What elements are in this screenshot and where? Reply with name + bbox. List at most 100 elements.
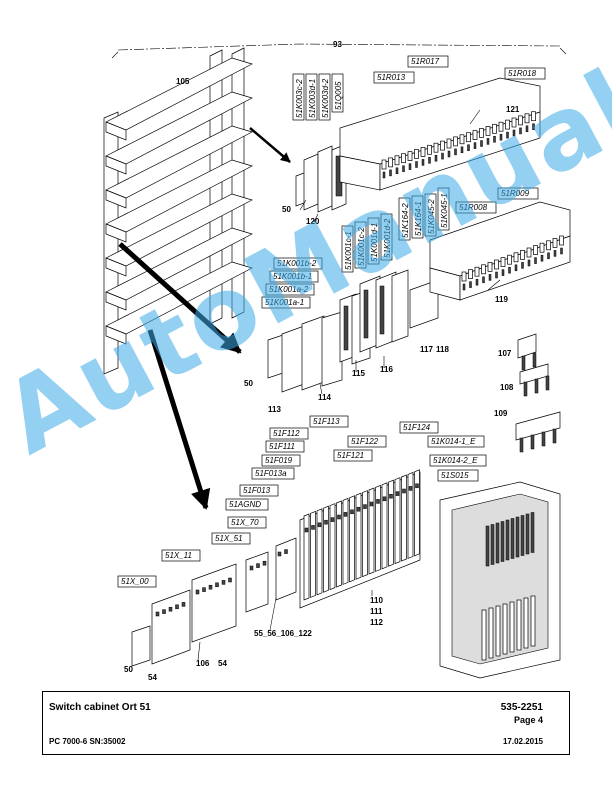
module-contact (408, 163, 412, 170)
terminal-screw (324, 519, 328, 525)
label-51F113: 51F113 (313, 417, 340, 426)
part-121: 121 (506, 105, 520, 114)
label-51F122: 51F122 (351, 437, 379, 446)
terminal-screw (208, 584, 213, 590)
module-slot (381, 159, 387, 170)
part-118: 118 (436, 345, 449, 354)
part-50: 50 (124, 665, 133, 674)
label-51K001c-1: 51K001c-1 (344, 231, 353, 270)
part-111: 111 (370, 607, 383, 616)
part-55-56-106-122: 55_56_106_122 (254, 629, 312, 638)
terminal-block (316, 508, 323, 596)
cabinet-component (525, 513, 530, 555)
label-51K045-1: 51K045-1 (440, 193, 449, 228)
module-contact (525, 125, 529, 133)
module-contact (480, 140, 483, 147)
module-contact (475, 278, 479, 286)
module-contact (421, 159, 425, 166)
module-slot (505, 119, 510, 130)
cabinet-component (515, 516, 520, 558)
label-51R013: 51R013 (377, 73, 406, 82)
leader-line (319, 383, 323, 395)
cabinet-component (495, 522, 500, 564)
module-slot (518, 115, 523, 126)
module-contact (514, 264, 518, 272)
terminal-screw (337, 514, 341, 520)
terminal-screw (382, 496, 387, 502)
label-51R008: 51R008 (459, 203, 488, 212)
module-contact (495, 271, 498, 279)
module-contact (382, 171, 386, 179)
label-51F121: 51F121 (337, 451, 364, 460)
module-contact (462, 283, 466, 291)
module-slot (414, 149, 419, 159)
cabinet-component (530, 512, 535, 553)
module-slot (524, 113, 530, 124)
label-51K014-2-E: 51K014-2_E (433, 456, 478, 465)
label-51K164-1: 51K164-1 (414, 201, 423, 236)
module-contact (486, 138, 490, 145)
module-contact (547, 252, 550, 260)
module-contact (534, 257, 537, 264)
module-slot (485, 126, 491, 136)
module-contact (499, 133, 503, 141)
module-contact (460, 146, 464, 154)
module-slot (533, 245, 538, 255)
part-108: 108 (500, 383, 514, 392)
cabinet-overview (439, 481, 561, 679)
leader-line (313, 213, 319, 223)
cabinet-component (500, 521, 505, 562)
terminal-screw (221, 580, 226, 585)
module-contact (395, 167, 399, 175)
jumper-bridges (515, 333, 561, 453)
terminal-screw (155, 611, 160, 617)
module-contact (467, 144, 470, 151)
terminal-screw (376, 499, 380, 504)
terminal-screw (363, 504, 367, 509)
module-slot (531, 111, 536, 122)
document-date: 17.02.2015 (502, 737, 543, 746)
terminal-block (414, 469, 420, 557)
label-51K001c-2: 51K001c-2 (357, 227, 366, 266)
leader-line (197, 641, 201, 661)
jumper-pin (534, 378, 539, 394)
frame-rail-face (105, 189, 127, 209)
terminal-screw (408, 486, 413, 491)
part-119: 119 (495, 295, 508, 304)
exploded-parts-drawing: 93 105 121 120 50 119 107 108 109 115 11… (103, 40, 571, 682)
label-51X-70: 51X_70 (231, 518, 259, 527)
cabinet-cable (516, 599, 522, 651)
module-contact (512, 129, 516, 137)
terminal-block (310, 510, 316, 598)
part-120: 120 (306, 217, 320, 226)
terminal-screw (343, 512, 348, 517)
cabinet-component (520, 515, 525, 556)
terminal-screw (228, 577, 232, 583)
jumper-pin (552, 428, 557, 444)
module-contact (473, 142, 477, 149)
module-contact (501, 269, 505, 276)
module-slot (494, 259, 499, 270)
terminal-block (336, 500, 342, 588)
part-50: 50 (244, 379, 253, 388)
part-50: 50 (282, 205, 291, 214)
jumper-pin (519, 437, 524, 453)
terminal-screw (181, 602, 186, 607)
jumper-pin (532, 352, 537, 368)
module-contact (402, 165, 405, 172)
terminal-block (407, 471, 414, 559)
leader-line (269, 597, 277, 631)
terminal-block (355, 492, 362, 580)
terminal-screw (277, 551, 282, 557)
module-slot (466, 132, 471, 143)
label-51K014-1-E: 51K014-1_E (431, 437, 476, 446)
module-slot (446, 138, 452, 149)
label-51F111: 51F111 (269, 442, 295, 451)
module-contact (508, 266, 511, 274)
module-slot (474, 266, 480, 277)
jumper-pin (530, 434, 535, 450)
terminal-screw (249, 565, 254, 571)
label-51X-00: 51X_00 (121, 577, 149, 586)
rotated-labels: 51K003c-2 51K003d-1 51K003d-2 51Q005 51K… (292, 73, 450, 273)
module-slot (507, 254, 512, 265)
